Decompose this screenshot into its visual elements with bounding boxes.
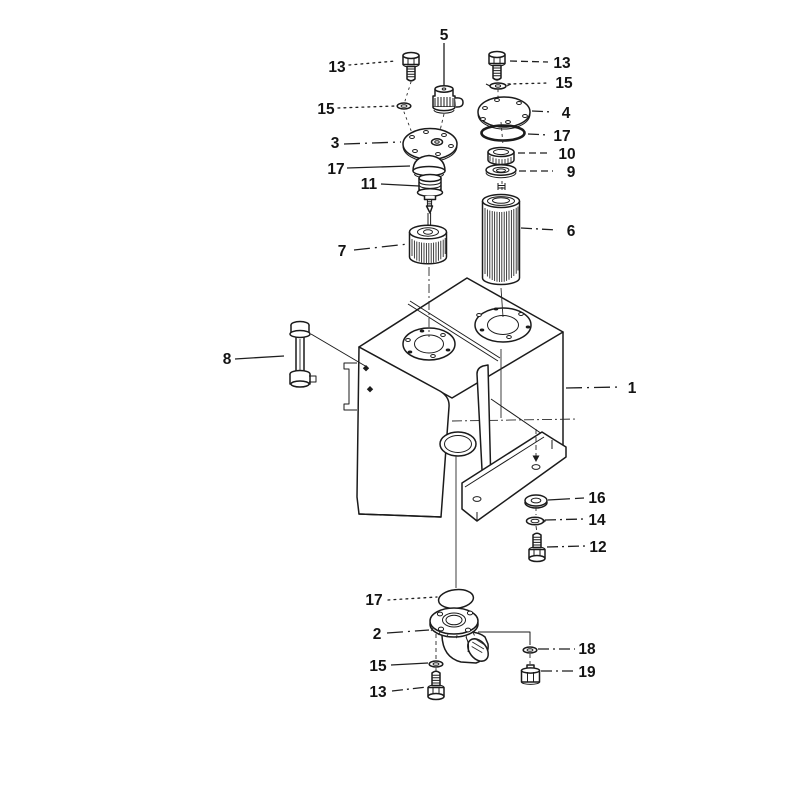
callout-12: 12 <box>589 539 606 556</box>
hex-bolt-13-bottom <box>427 670 445 701</box>
callout-10: 10 <box>558 146 575 163</box>
callout-18: 18 <box>578 641 596 658</box>
callout-9: 9 <box>567 164 576 181</box>
callout-13-top-right: 13 <box>553 55 571 72</box>
washer-18 <box>522 646 538 654</box>
leader-7 <box>353 243 409 251</box>
callout-4: 4 <box>562 105 571 122</box>
hex-bolt-13-right <box>488 50 506 81</box>
callout-17-right: 17 <box>553 128 570 145</box>
hex-nut-19 <box>520 664 541 685</box>
callout-3: 3 <box>331 135 340 152</box>
callout-5: 5 <box>440 27 449 44</box>
callout-15-bottom: 15 <box>369 658 387 675</box>
hex-bolt-13-left <box>402 51 420 82</box>
leader-14 <box>544 518 585 521</box>
level-gauge <box>289 320 368 388</box>
callout-8: 8 <box>223 351 232 368</box>
callout-13-top-left: 13 <box>328 59 346 76</box>
flat-washer-16 <box>524 494 548 509</box>
leader-1 <box>565 386 622 389</box>
elbow-fitting-2 <box>429 607 489 664</box>
hydraulic-tank <box>343 277 579 522</box>
callout-6: 6 <box>567 223 576 240</box>
leader-2 <box>386 629 430 634</box>
callout-2: 2 <box>373 626 382 643</box>
callout-1: 1 <box>628 380 637 397</box>
callout-14: 14 <box>588 512 606 529</box>
drain-elbow-assembly <box>427 456 541 701</box>
callout-15-top-right: 15 <box>555 75 573 92</box>
leader-lines <box>234 43 622 692</box>
tank-mounting-flange <box>461 431 567 522</box>
leader-15-bottom <box>390 662 429 666</box>
leader-15-top-right <box>507 82 550 85</box>
callout-7: 7 <box>338 243 347 260</box>
leader-3 <box>343 141 402 145</box>
callout-15-top-left: 15 <box>317 101 335 118</box>
breather-cap-5 <box>432 85 464 114</box>
o-ring-17-right <box>480 124 526 142</box>
gasket-17-bottom <box>437 588 475 610</box>
left-cover-assembly <box>396 51 464 337</box>
filter-element-6 <box>481 193 521 286</box>
weld-mark <box>366 386 374 393</box>
callout-16: 16 <box>588 490 606 507</box>
callout-17-bottom: 17 <box>365 592 382 609</box>
leader-13-top-left <box>348 60 397 66</box>
leader-15-top-left <box>337 105 396 109</box>
tank-side-tab <box>343 362 357 411</box>
hex-bolt-12 <box>528 532 546 563</box>
leader-17-left <box>346 165 411 169</box>
lock-washer-15-right <box>485 82 512 90</box>
cover-plate-4 <box>477 96 531 130</box>
leader-17-right <box>527 133 550 136</box>
strainer-spring-11 <box>416 173 444 201</box>
retainer-ring-10 <box>487 146 515 166</box>
seal-ring-9 <box>485 164 517 179</box>
leader-4 <box>531 110 554 113</box>
callout-11: 11 <box>361 176 378 193</box>
tank-suction-port <box>439 431 477 457</box>
callout-labels: 13 5 13 15 15 4 3 17 10 17 9 11 6 7 8 1 … <box>223 27 637 701</box>
weld-mark <box>362 365 370 372</box>
mounting-hardware <box>524 429 548 563</box>
washer-15-bottom <box>428 660 444 668</box>
washer-15-left <box>396 102 412 110</box>
leader-13-bottom <box>391 686 428 692</box>
callout-17-left: 17 <box>327 161 344 178</box>
leader-13-top-right <box>509 60 549 63</box>
strainer-stem <box>425 200 434 228</box>
leader-11 <box>380 183 420 187</box>
leader-12 <box>546 545 586 548</box>
tank-baffle <box>476 364 492 490</box>
leader-16 <box>547 497 585 501</box>
callout-19: 19 <box>578 664 596 681</box>
filter-element-7 <box>408 224 448 265</box>
leader-8 <box>234 355 285 360</box>
leader-17-bottom <box>387 596 438 601</box>
right-cover-assembly <box>477 50 531 318</box>
tank-opening-left <box>402 327 456 361</box>
leader-6 <box>520 227 558 231</box>
callout-13-bottom: 13 <box>369 684 387 701</box>
lock-washer-14 <box>525 516 546 526</box>
tank-top-seam <box>407 300 501 362</box>
